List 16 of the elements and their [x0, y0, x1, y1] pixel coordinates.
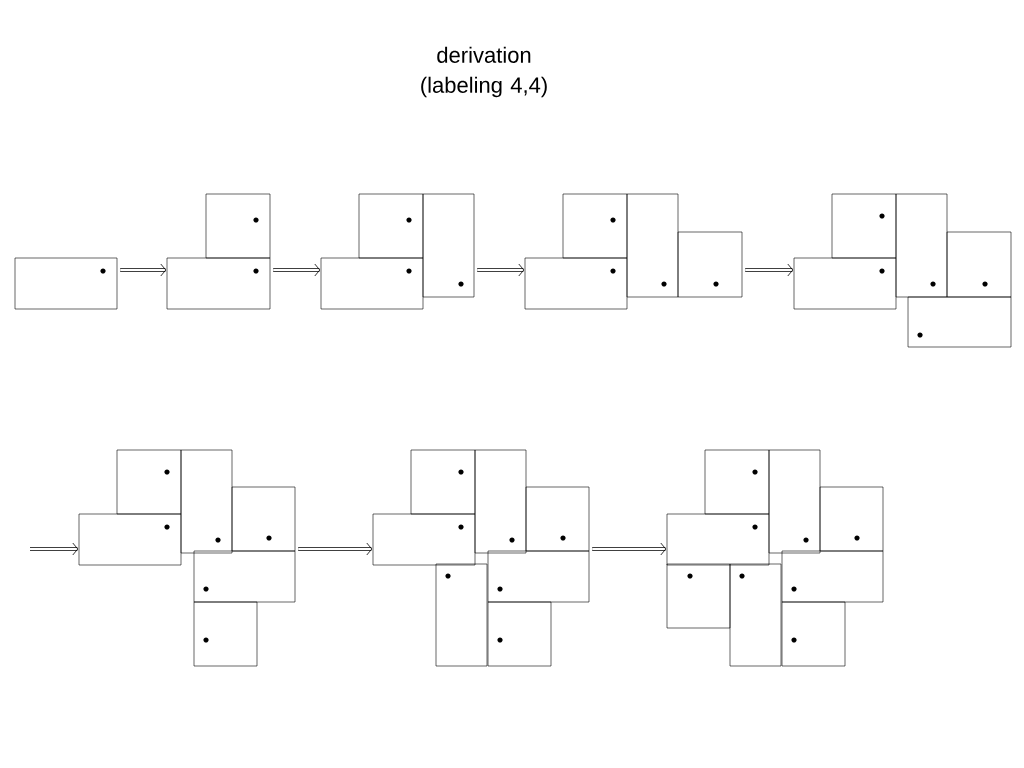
double-arrow — [592, 542, 667, 556]
tiling-drawing — [524, 193, 743, 310]
tiling-drawing — [793, 193, 1012, 348]
double-arrow — [477, 263, 525, 277]
tiling-drawing — [320, 193, 475, 310]
double-arrow — [30, 542, 79, 556]
tiling-drawing — [372, 449, 590, 667]
double-arrow — [745, 263, 794, 277]
title: derivation (labeling 4,4) — [421, 46, 547, 98]
tiling-drawing — [666, 449, 884, 667]
tiling-drawing — [166, 193, 271, 310]
tiling-drawing — [78, 449, 296, 667]
double-arrow — [298, 542, 373, 556]
tiling-drawing — [14, 257, 118, 310]
double-arrow — [273, 263, 321, 277]
double-arrow — [120, 263, 167, 277]
